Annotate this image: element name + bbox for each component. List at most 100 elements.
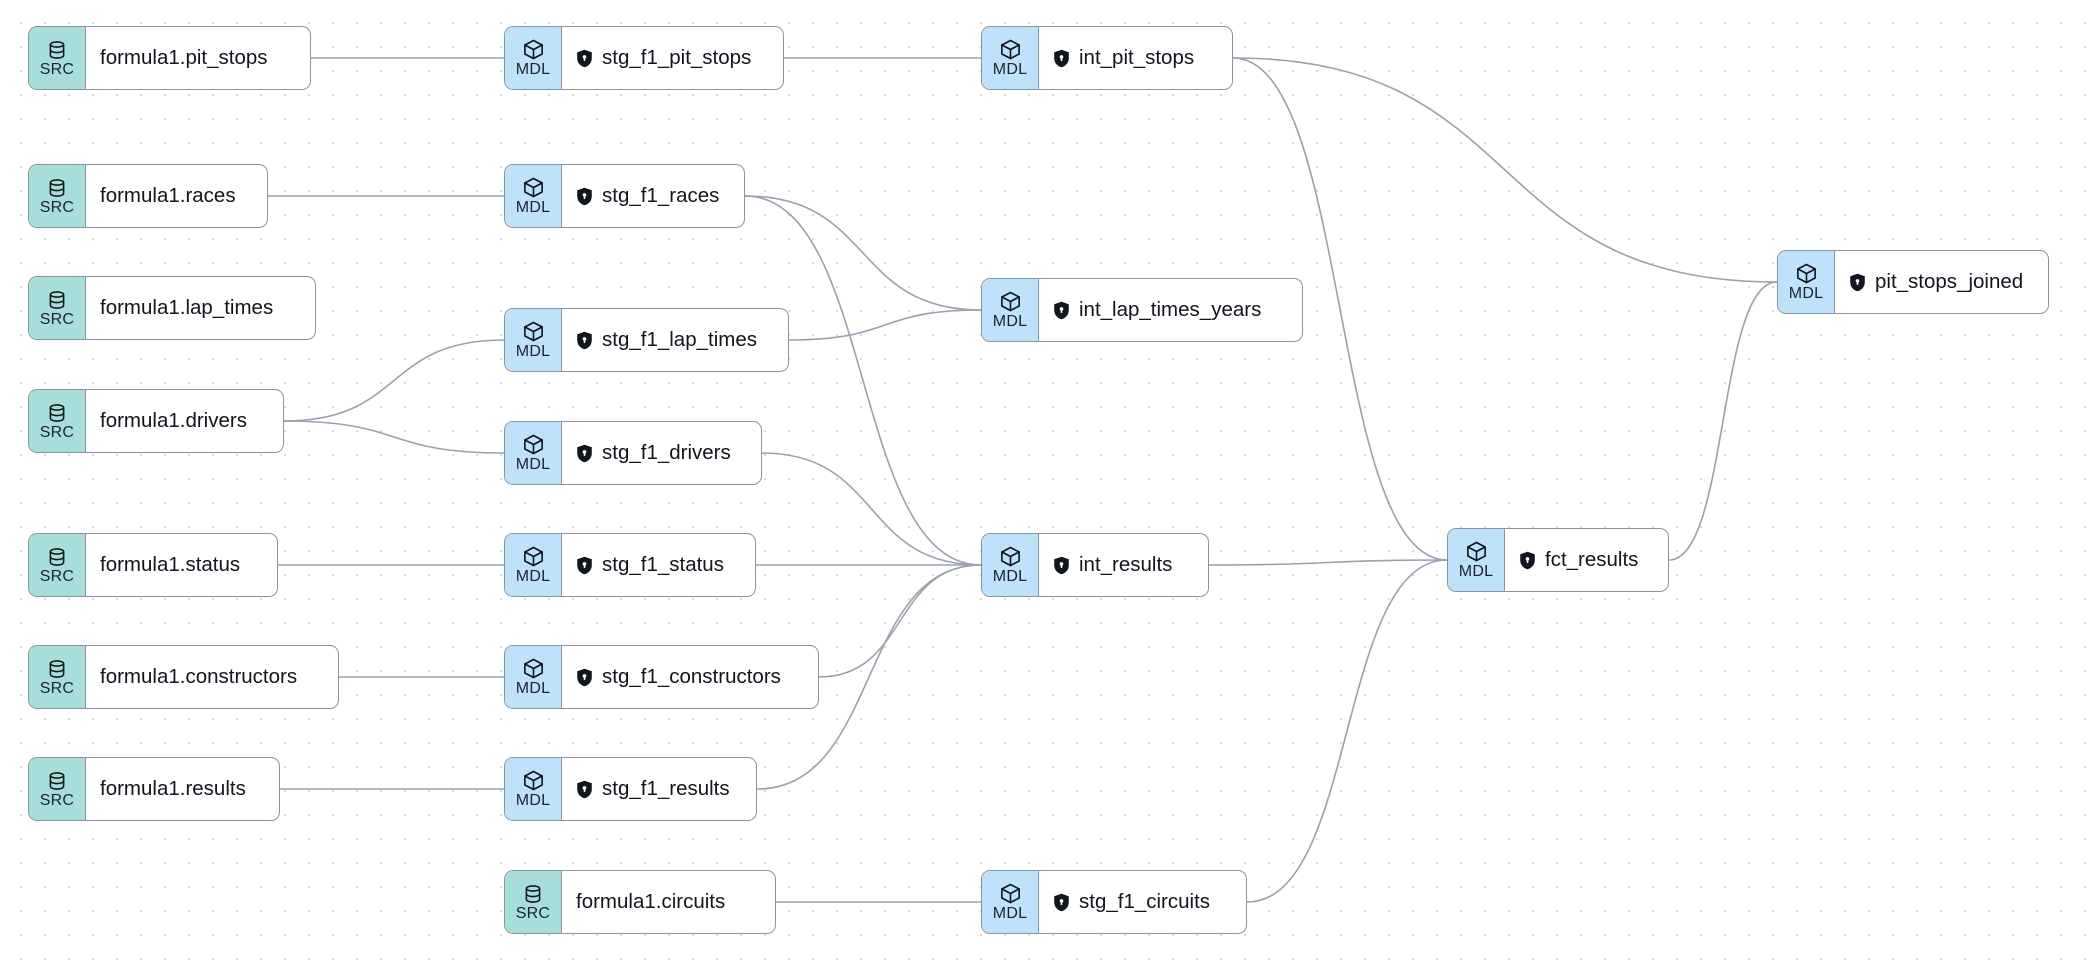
graph-node-int_lap_times_yrs[interactable]: MDL int_lap_times_years: [981, 278, 1303, 342]
shield-lock-icon: [577, 49, 592, 67]
graph-node-src_drivers[interactable]: SRC formula1.drivers: [28, 389, 284, 453]
node-kind-badge-mdl: MDL: [505, 165, 562, 227]
node-body: int_lap_times_years: [1039, 279, 1302, 341]
node-kind-label: MDL: [1788, 285, 1824, 302]
database-icon: [49, 178, 65, 197]
edge-src_drivers-to-stg_drivers: [283, 420, 505, 454]
cube-icon: [1000, 883, 1020, 904]
node-label: formula1.results: [100, 776, 246, 800]
node-label: stg_f1_drivers: [602, 440, 731, 464]
cube-icon: [1796, 263, 1816, 284]
node-body: stg_f1_results: [562, 758, 756, 820]
node-body: stg_f1_circuits: [1039, 871, 1246, 933]
node-label: formula1.status: [100, 552, 241, 576]
node-label: formula1.drivers: [100, 408, 247, 432]
node-kind-badge-mdl: MDL: [982, 27, 1039, 89]
shield-lock-icon: [577, 556, 592, 574]
database-icon: [49, 659, 65, 678]
node-kind-label: MDL: [992, 61, 1028, 78]
node-kind-label: SRC: [39, 310, 75, 328]
shield-lock-icon: [1054, 301, 1069, 319]
node-label: formula1.circuits: [576, 889, 726, 913]
node-body: stg_f1_drivers: [562, 422, 761, 484]
node-kind-badge-mdl: MDL: [1778, 251, 1835, 313]
cube-icon: [1466, 541, 1486, 562]
node-body: formula1.status: [86, 534, 277, 596]
cube-icon: [523, 321, 543, 342]
graph-node-int_results[interactable]: MDL int_results: [981, 533, 1209, 597]
node-kind-badge-mdl: MDL: [505, 422, 562, 484]
node-label: stg_f1_results: [602, 776, 730, 800]
node-body: formula1.pit_stops: [86, 27, 310, 89]
node-kind-badge-mdl: MDL: [982, 871, 1039, 933]
node-body: formula1.circuits: [562, 871, 775, 933]
graph-node-src_status[interactable]: SRC formula1.status: [28, 533, 278, 597]
node-kind-badge-src: SRC: [505, 871, 562, 933]
shield-lock-icon: [1520, 551, 1535, 569]
node-body: stg_f1_constructors: [562, 646, 818, 708]
node-body: stg_f1_lap_times: [562, 309, 788, 371]
edge-stg_races-to-int_results: [744, 195, 982, 566]
node-kind-label: SRC: [39, 567, 75, 585]
cube-icon: [1000, 291, 1020, 312]
cube-icon: [1000, 39, 1020, 60]
shield-lock-icon: [1850, 273, 1865, 291]
node-kind-badge-src: SRC: [29, 390, 86, 452]
node-label: stg_f1_races: [602, 183, 720, 207]
node-kind-label: SRC: [39, 679, 75, 697]
graph-node-stg_races[interactable]: MDL stg_f1_races: [504, 164, 745, 228]
database-icon: [49, 403, 65, 422]
shield-lock-icon: [577, 187, 592, 205]
node-body: stg_f1_races: [562, 165, 744, 227]
node-kind-badge-mdl: MDL: [505, 646, 562, 708]
database-icon: [49, 771, 65, 790]
node-kind-label: MDL: [515, 680, 551, 697]
node-body: formula1.races: [86, 165, 267, 227]
edge-src_drivers-to-stg_lap_times: [283, 339, 505, 422]
node-label: fct_results: [1545, 547, 1639, 571]
graph-node-stg_results[interactable]: MDL stg_f1_results: [504, 757, 757, 821]
shield-lock-icon: [1054, 556, 1069, 574]
shield-lock-icon: [577, 668, 592, 686]
cube-icon: [523, 546, 543, 567]
node-label: int_results: [1079, 552, 1173, 576]
graph-node-src_circuits[interactable]: SRC formula1.circuits: [504, 870, 776, 934]
cube-icon: [523, 770, 543, 791]
node-kind-label: MDL: [992, 905, 1028, 922]
graph-node-pit_stops_joined[interactable]: MDL pit_stops_joined: [1777, 250, 2049, 314]
cube-icon: [1000, 546, 1020, 567]
edge-int_pit_stops-to-pit_stops_joined: [1232, 57, 1778, 283]
node-label: stg_f1_constructors: [602, 664, 781, 688]
node-kind-label: MDL: [992, 568, 1028, 585]
node-label: pit_stops_joined: [1875, 269, 2024, 293]
node-body: stg_f1_pit_stops: [562, 27, 783, 89]
node-body: fct_results: [1505, 529, 1668, 591]
node-kind-badge-mdl: MDL: [982, 279, 1039, 341]
node-kind-label: MDL: [515, 792, 551, 809]
database-icon: [49, 290, 65, 309]
shield-lock-icon: [577, 780, 592, 798]
node-label: formula1.races: [100, 183, 236, 207]
node-kind-badge-src: SRC: [29, 277, 86, 339]
node-kind-label: MDL: [992, 313, 1028, 330]
graph-node-src_results[interactable]: SRC formula1.results: [28, 757, 280, 821]
shield-lock-icon: [577, 444, 592, 462]
node-kind-badge-src: SRC: [29, 758, 86, 820]
node-body: stg_f1_status: [562, 534, 755, 596]
edge-stg_lap_times-to-int_lap_times_yrs: [788, 309, 982, 341]
graph-node-stg_constructors[interactable]: MDL stg_f1_constructors: [504, 645, 819, 709]
cube-icon: [523, 658, 543, 679]
graph-node-stg_circuits[interactable]: MDL stg_f1_circuits: [981, 870, 1247, 934]
graph-node-stg_drivers[interactable]: MDL stg_f1_drivers: [504, 421, 762, 485]
node-kind-badge-src: SRC: [29, 27, 86, 89]
